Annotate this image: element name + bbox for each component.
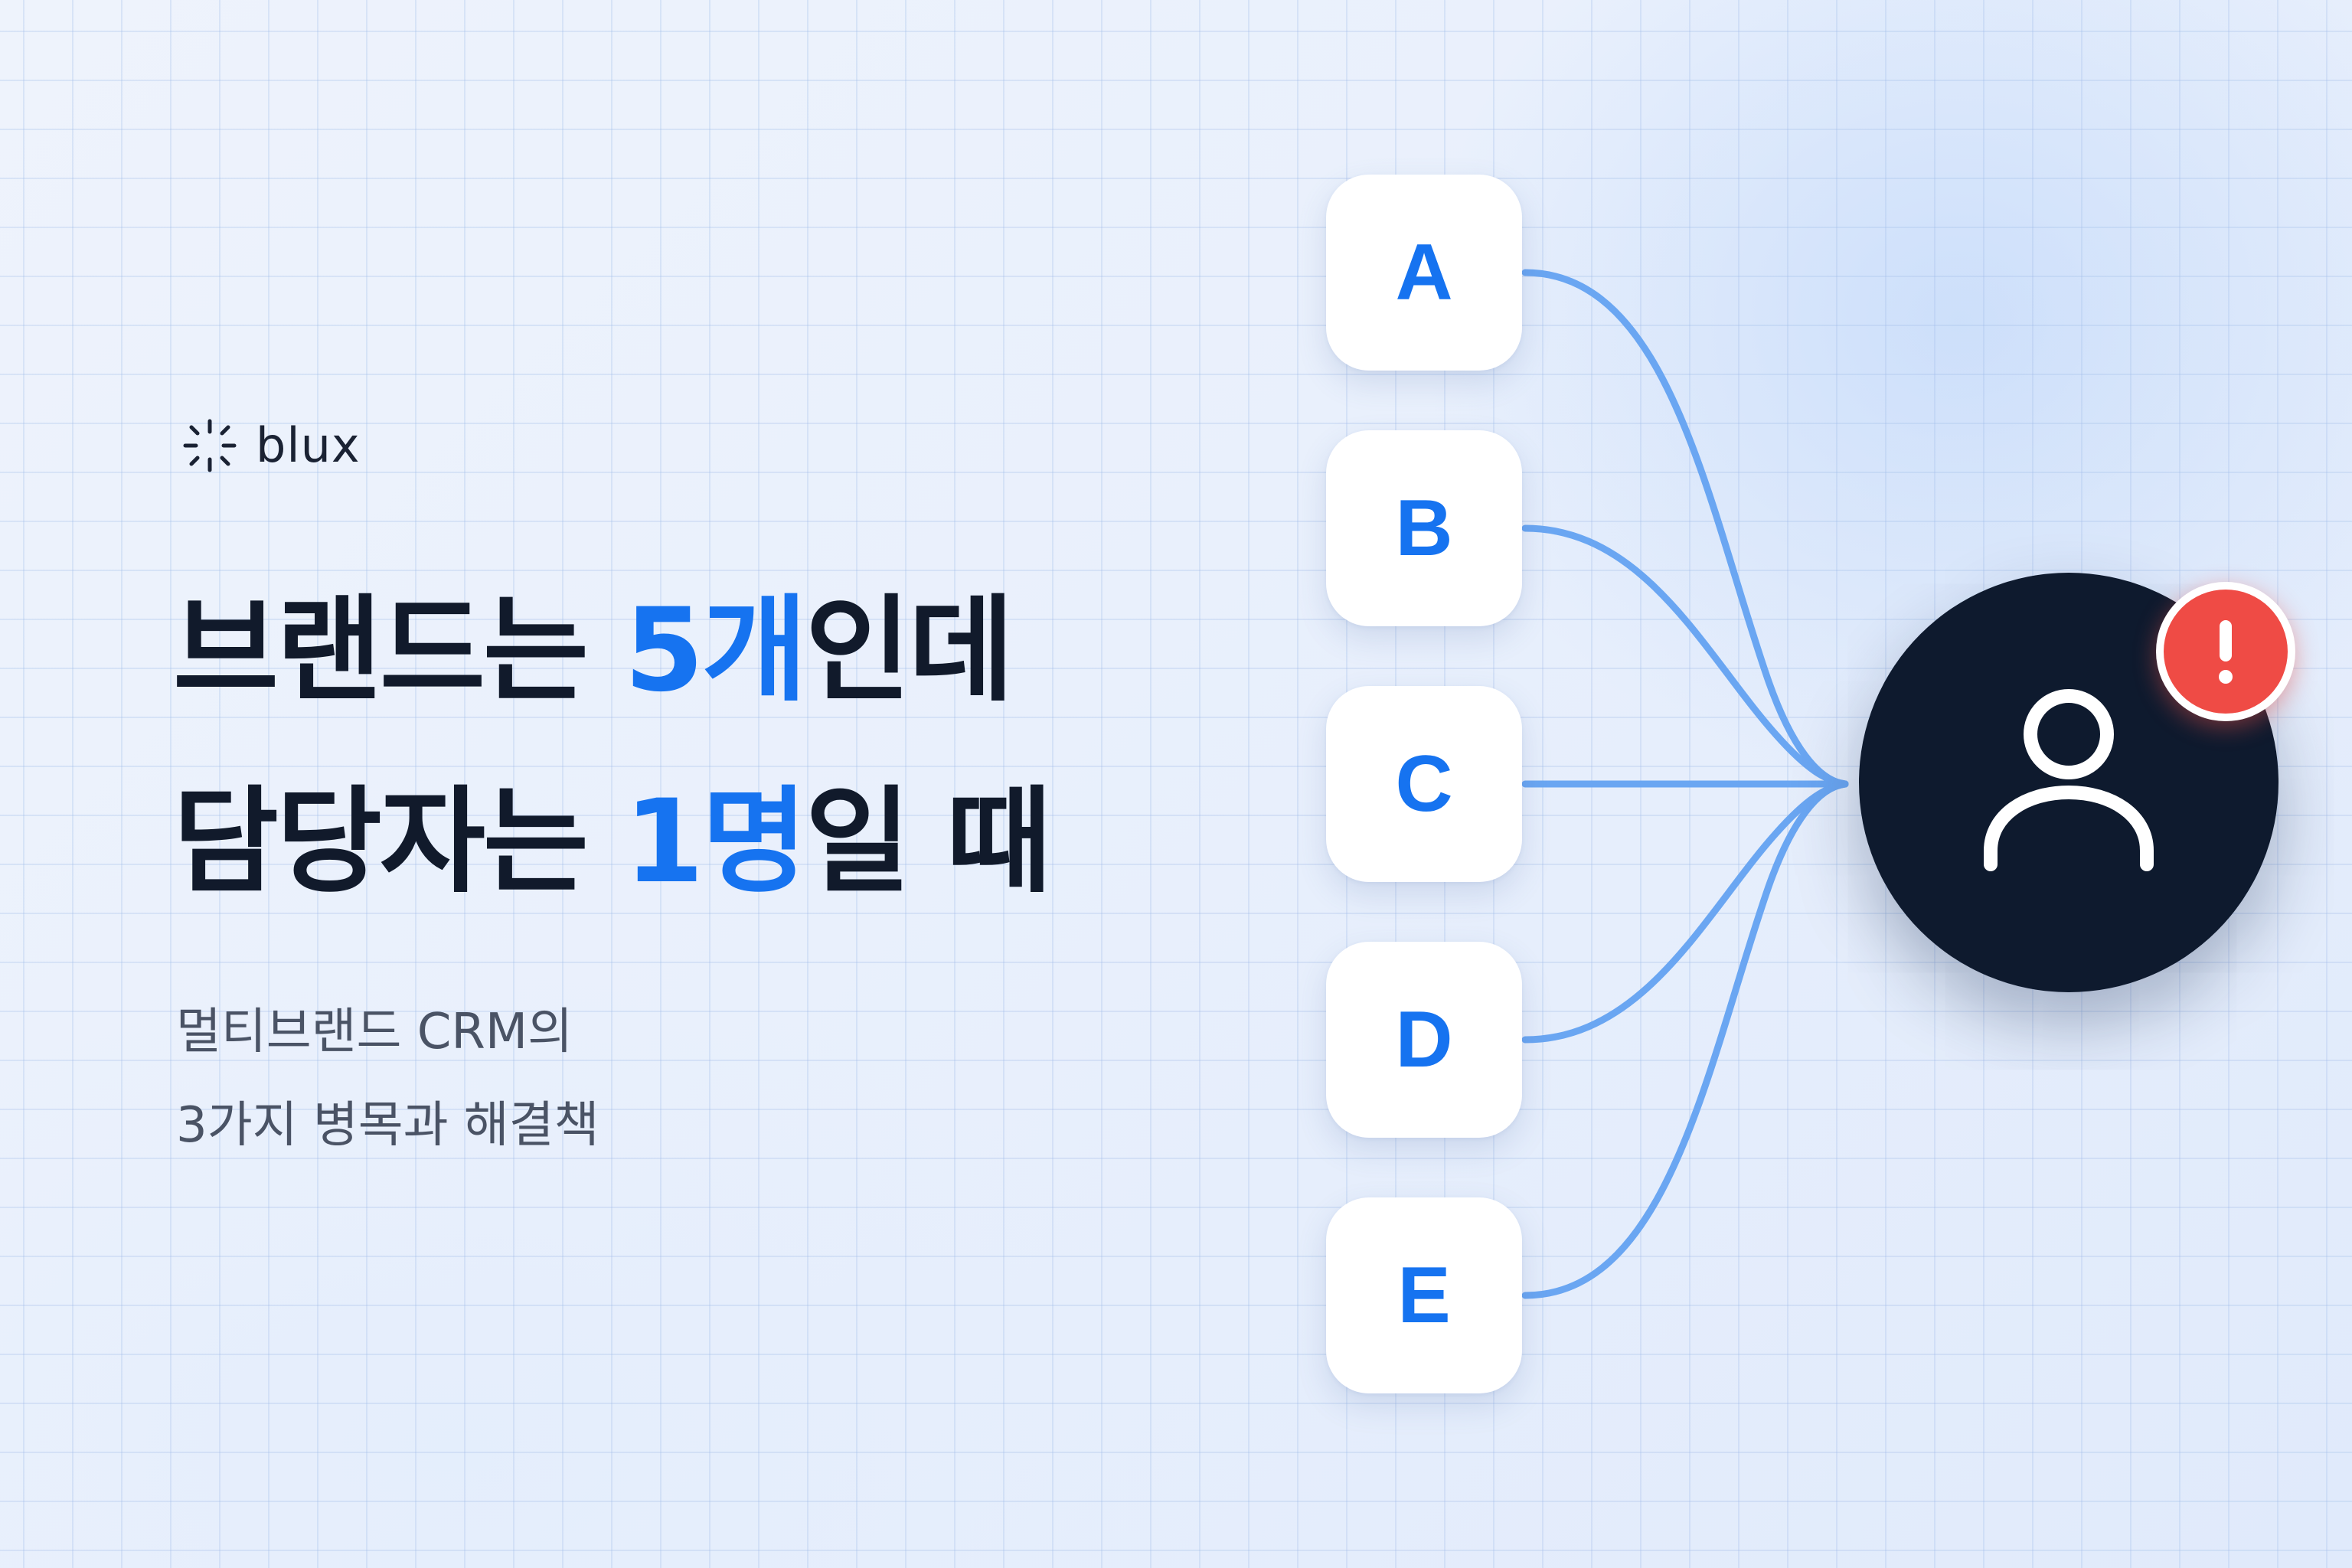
brand-node-a: A: [1326, 175, 1522, 371]
headline-highlight: 1명: [624, 776, 807, 909]
connector-a: [1521, 269, 1849, 788]
brand-label: E: [1397, 1250, 1451, 1340]
exclamation-icon: [2219, 620, 2233, 684]
brand-node-e: E: [1326, 1197, 1522, 1393]
connector-b: [1521, 524, 1849, 788]
connector-e: [1521, 780, 1849, 1299]
brand-node-b: B: [1326, 430, 1522, 626]
subtitle-line-2: 3가지 병목과 해결책: [176, 1097, 599, 1154]
sparkle-dots-icon: [183, 419, 237, 472]
headline-text: 일 때: [805, 776, 1052, 909]
headline-line-2: 담당자는 1명일 때: [173, 773, 1052, 911]
brand-label: C: [1395, 739, 1453, 828]
brand-label: B: [1395, 483, 1453, 573]
subtitle-line-1: 멀티브랜드 CRM의: [176, 1004, 573, 1060]
brand-label: A: [1395, 227, 1453, 317]
headline-text: 인데: [805, 584, 1014, 717]
headline-line-1: 브랜드는 5개인데: [173, 582, 1014, 720]
headline-highlight: 5개: [624, 584, 807, 717]
headline-text: 브랜드는: [173, 584, 625, 717]
user-icon: [1984, 689, 2154, 871]
brand-node-d: D: [1326, 942, 1522, 1138]
logo-text: blux: [256, 417, 361, 473]
alert-badge: [2156, 582, 2295, 721]
alert-badge-fill: [2164, 590, 2288, 714]
brand-label: D: [1395, 995, 1453, 1084]
brand-logo: blux: [181, 416, 361, 475]
headline-text: 담당자는: [173, 776, 625, 909]
brand-node-c: C: [1326, 686, 1522, 882]
